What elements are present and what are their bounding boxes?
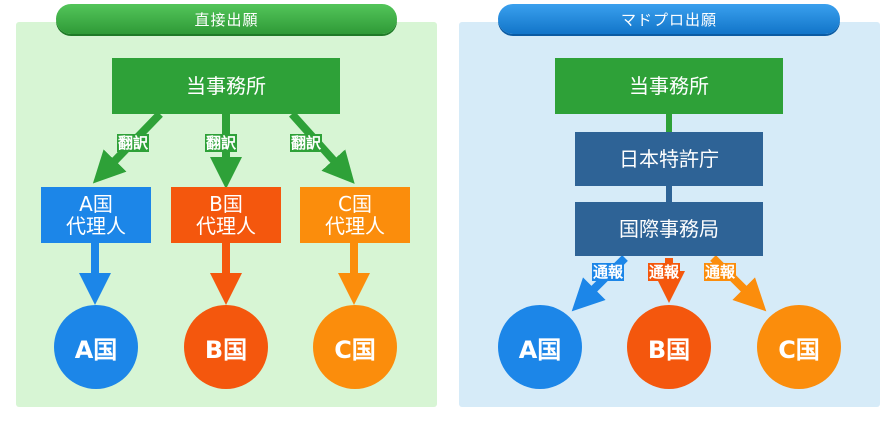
left-country-b-circle: B国 xyxy=(184,305,268,389)
right-our-office-box: 当事務所 xyxy=(555,58,783,114)
agent-b-country: B国 xyxy=(209,192,243,216)
agent-b-role: 代理人 xyxy=(196,214,256,238)
right-country-c-circle: C国 xyxy=(757,305,841,389)
agent-c-country: C国 xyxy=(338,192,372,216)
agent-a-role: 代理人 xyxy=(66,214,126,238)
right-country-b-circle: B国 xyxy=(627,305,711,389)
international-bureau-box: 国際事務局 xyxy=(575,202,763,256)
translation-label-a: 翻訳 xyxy=(117,134,150,152)
left-country-a-circle: A国 xyxy=(54,305,138,389)
notice-label-b: 通報 xyxy=(648,263,681,281)
left-country-c-circle: C国 xyxy=(313,305,397,389)
right-country-a-circle: A国 xyxy=(498,305,582,389)
madrid-filing-header: マドプロ出願 xyxy=(498,4,840,34)
agent-c-role: 代理人 xyxy=(325,214,385,238)
agent-a-box: A国 代理人 xyxy=(41,187,151,243)
notice-label-a: 通報 xyxy=(592,263,625,281)
direct-filing-header: 直接出願 xyxy=(56,4,397,34)
agent-b-box: B国 代理人 xyxy=(171,187,281,243)
agent-a-country: A国 xyxy=(79,192,113,216)
translation-label-b: 翻訳 xyxy=(205,134,238,152)
notice-label-c: 通報 xyxy=(704,263,737,281)
agent-c-box: C国 代理人 xyxy=(300,187,410,243)
jpo-box: 日本特許庁 xyxy=(575,132,763,186)
translation-label-c: 翻訳 xyxy=(290,134,323,152)
left-our-office-box: 当事務所 xyxy=(112,58,340,114)
